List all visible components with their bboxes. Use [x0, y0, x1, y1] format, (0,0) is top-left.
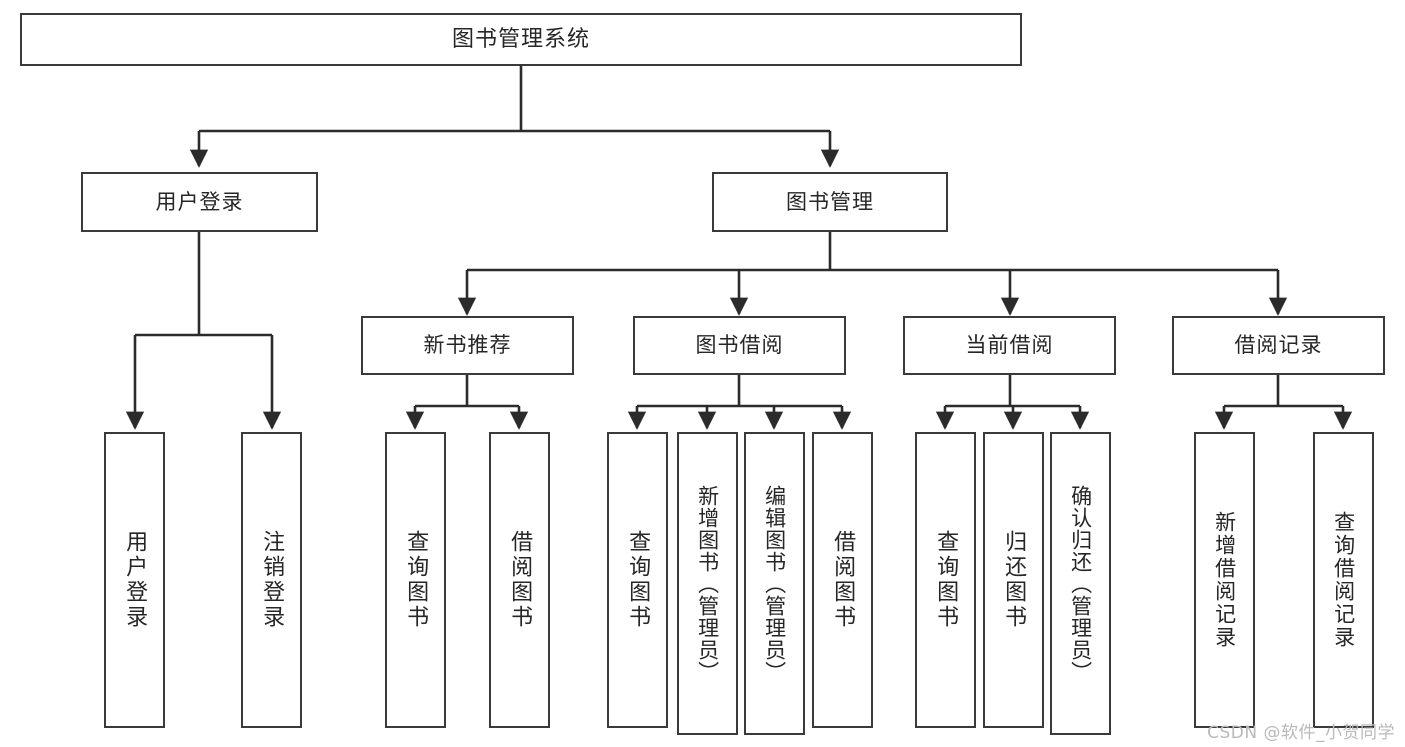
csdn-watermark: CSDN @软件_小贺同学	[1207, 723, 1395, 743]
node-leaf-query-book-2-label: 查询图书	[625, 530, 651, 630]
node-leaf-user-login[interactable]: 用户登录	[104, 432, 165, 728]
node-leaf-confirm-return[interactable]: 确认归还（管理员）	[1050, 432, 1111, 735]
node-book-borrow-label: 图书借阅	[695, 333, 784, 358]
node-new-book-recommend-label: 新书推荐	[423, 333, 512, 358]
node-leaf-return-book[interactable]: 归还图书	[983, 432, 1044, 728]
node-book-manage-label: 图书管理	[786, 189, 874, 214]
node-leaf-edit-book[interactable]: 编辑图书（管理员）	[744, 432, 805, 735]
node-new-book-recommend[interactable]: 新书推荐	[361, 316, 574, 375]
node-leaf-query-book-1[interactable]: 查询图书	[385, 432, 446, 728]
node-leaf-borrow-book-2-label: 借阅图书	[830, 530, 856, 630]
node-leaf-borrow-book-1[interactable]: 借阅图书	[489, 432, 550, 728]
node-leaf-edit-book-label: 编辑图书（管理员）	[762, 484, 787, 683]
node-leaf-query-book-1-label: 查询图书	[403, 530, 429, 630]
node-leaf-add-record[interactable]: 新增借阅记录	[1194, 432, 1255, 728]
node-leaf-query-record[interactable]: 查询借阅记录	[1313, 432, 1374, 728]
node-current-borrow[interactable]: 当前借阅	[903, 316, 1116, 375]
node-leaf-confirm-return-label: 确认归还（管理员）	[1068, 484, 1093, 683]
node-user-login[interactable]: 用户登录	[81, 172, 318, 232]
node-leaf-query-book-3-label: 查询图书	[933, 530, 959, 630]
node-leaf-add-record-label: 新增借阅记录	[1212, 511, 1237, 649]
node-leaf-user-login-label: 用户登录	[122, 530, 148, 630]
node-book-manage[interactable]: 图书管理	[712, 172, 948, 232]
node-user-login-label: 用户登录	[155, 189, 244, 214]
node-root-label: 图书管理系统	[451, 26, 590, 52]
node-root[interactable]: 图书管理系统	[20, 13, 1022, 66]
node-leaf-add-book[interactable]: 新增图书（管理员）	[677, 432, 738, 735]
node-leaf-add-book-label: 新增图书（管理员）	[695, 484, 720, 683]
node-leaf-query-record-label: 查询借阅记录	[1331, 511, 1356, 649]
node-leaf-borrow-book-1-label: 借阅图书	[507, 530, 533, 630]
node-borrow-record[interactable]: 借阅记录	[1172, 316, 1385, 375]
node-current-borrow-label: 当前借阅	[965, 333, 1054, 358]
node-leaf-user-logout-label: 注销登录	[259, 530, 285, 630]
node-leaf-borrow-book-2[interactable]: 借阅图书	[812, 432, 873, 728]
node-borrow-record-label: 借阅记录	[1234, 333, 1323, 358]
node-leaf-query-book-3[interactable]: 查询图书	[915, 432, 976, 728]
node-leaf-user-logout[interactable]: 注销登录	[241, 432, 302, 728]
node-leaf-query-book-2[interactable]: 查询图书	[607, 432, 668, 728]
node-book-borrow[interactable]: 图书借阅	[633, 316, 846, 375]
node-leaf-return-book-label: 归还图书	[1001, 530, 1027, 630]
